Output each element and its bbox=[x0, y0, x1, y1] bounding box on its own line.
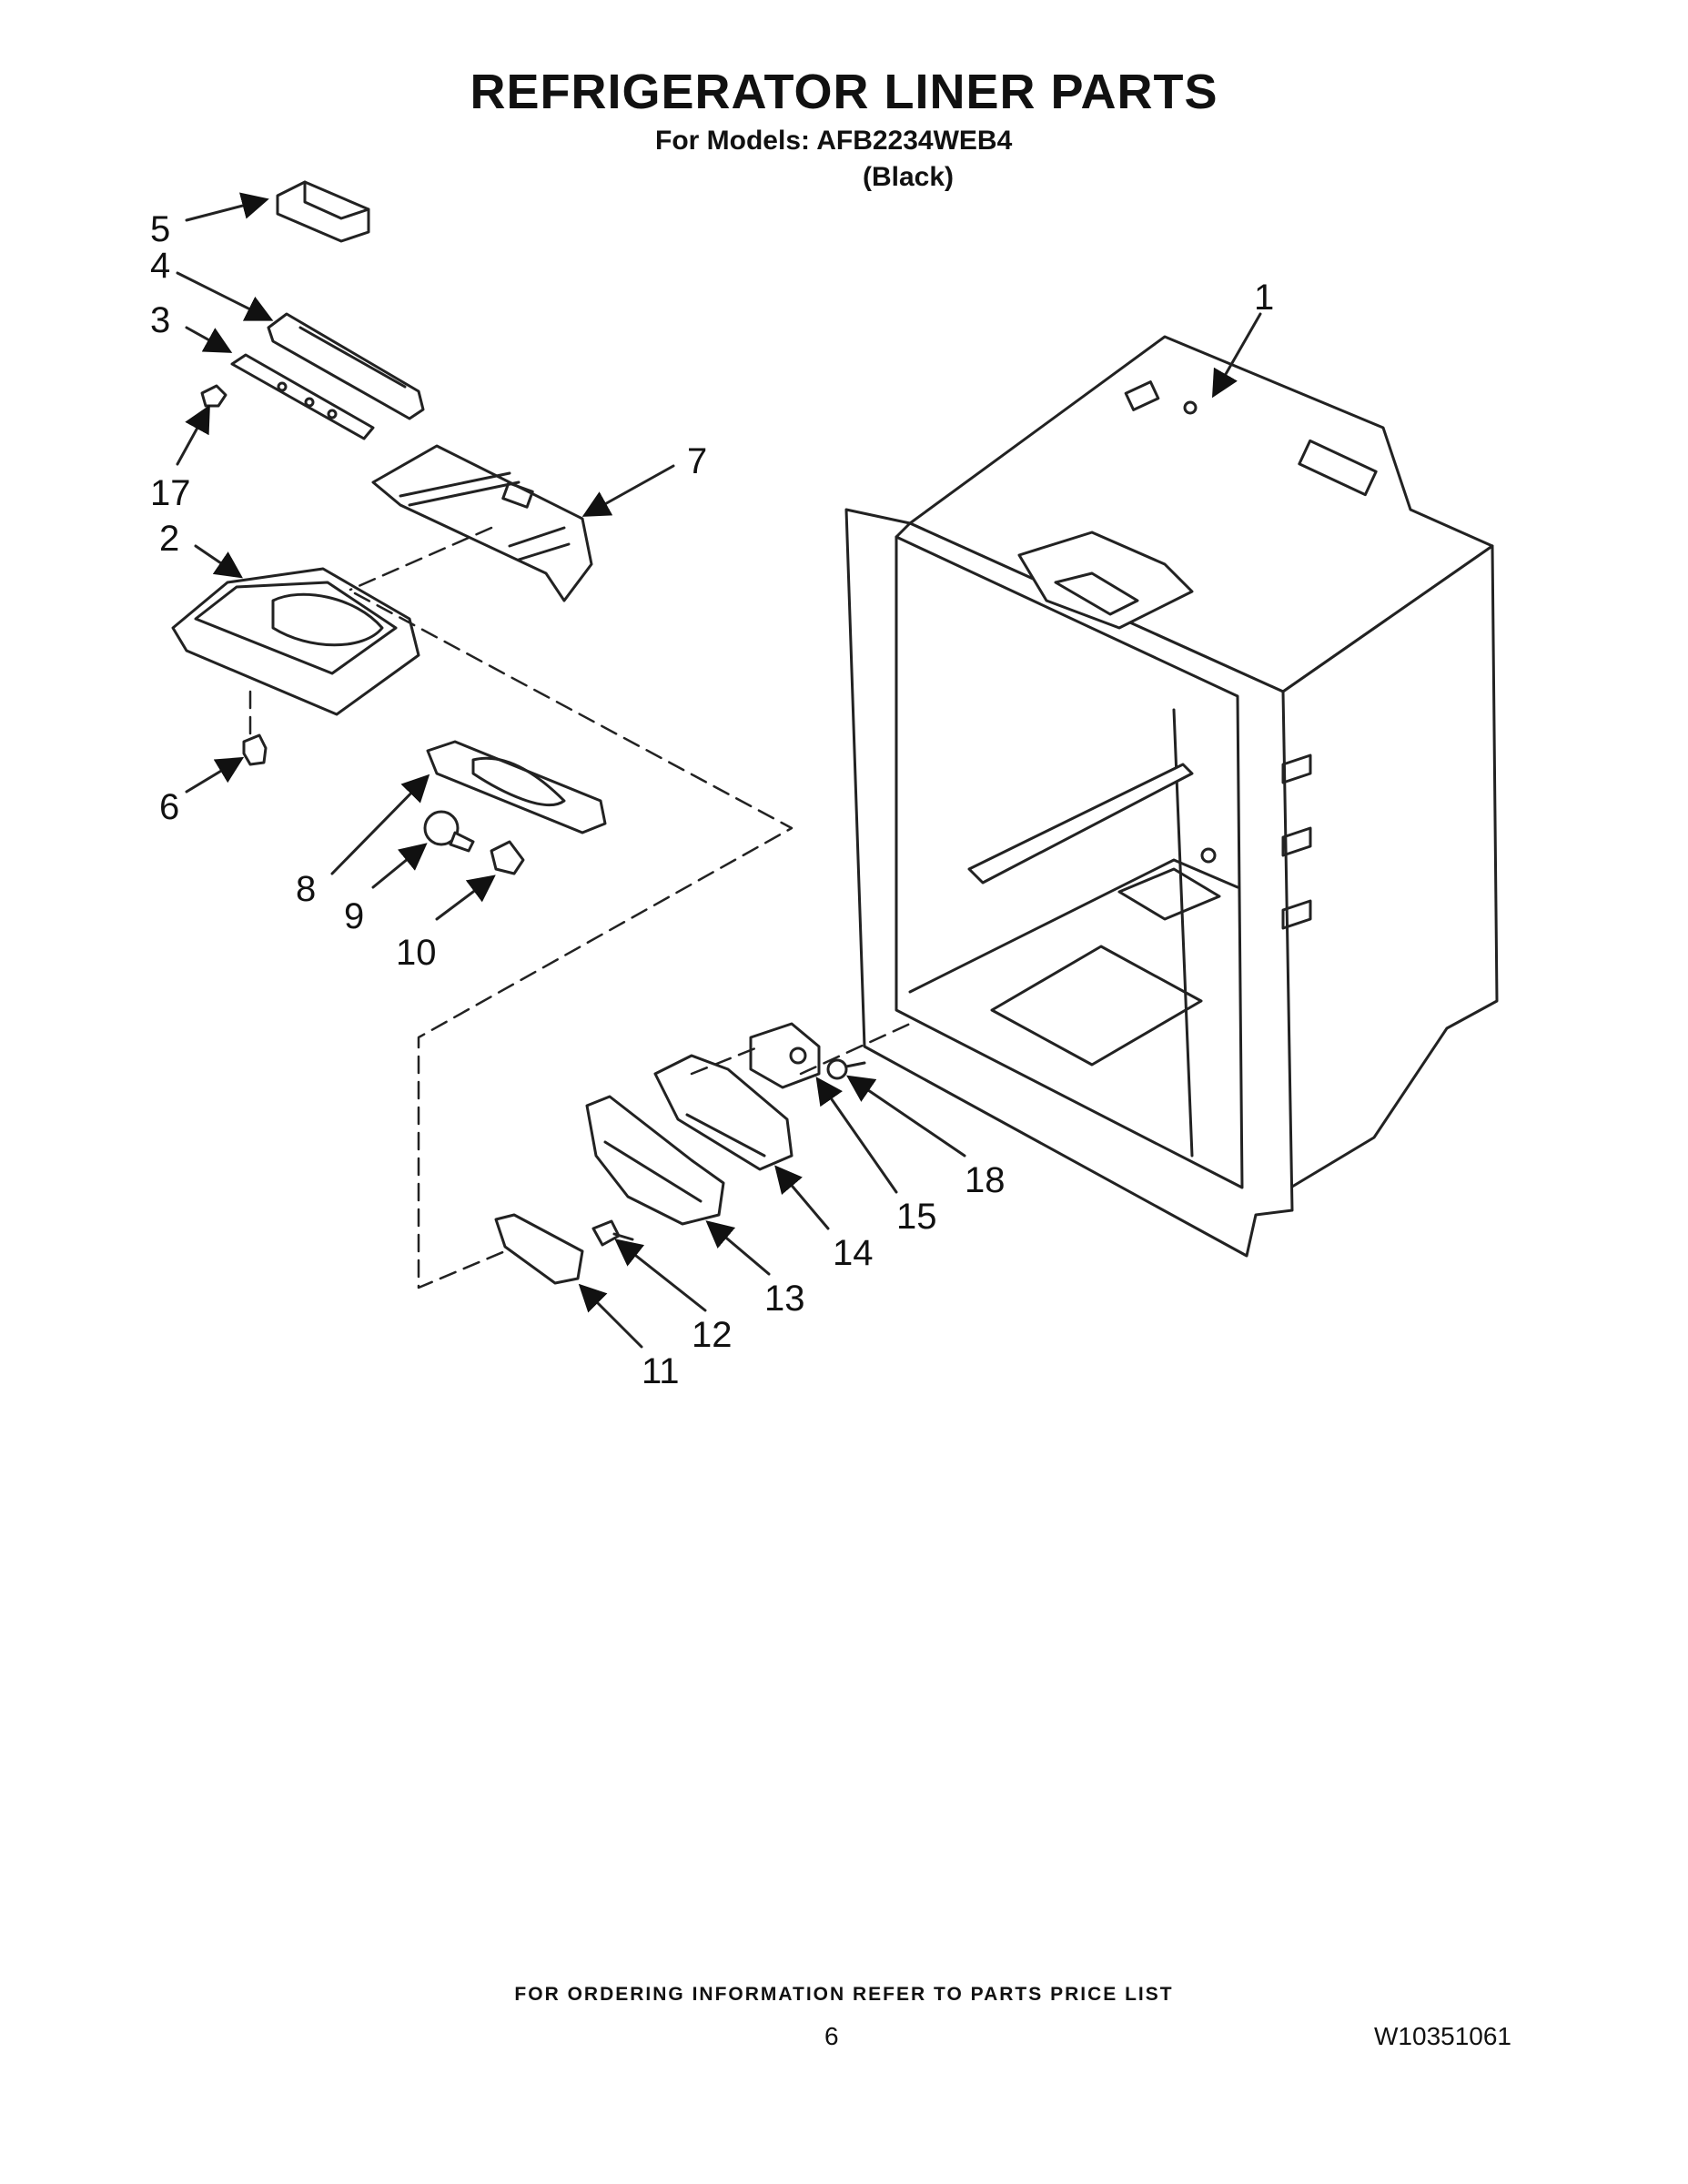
callout-13: 13 bbox=[764, 1279, 805, 1319]
callout-6: 6 bbox=[159, 787, 179, 827]
ordering-note: FOR ORDERING INFORMATION REFER TO PARTS … bbox=[514, 1984, 1174, 2005]
callout-11: 11 bbox=[642, 1351, 680, 1391]
part-15 bbox=[749, 1022, 821, 1089]
callout-2: 2 bbox=[159, 519, 179, 559]
part-17 bbox=[200, 384, 227, 408]
page-number: 6 bbox=[824, 2022, 839, 2050]
part-5 bbox=[276, 180, 370, 243]
part-14 bbox=[653, 1054, 793, 1171]
part-11 bbox=[494, 1213, 584, 1285]
callout-15: 15 bbox=[896, 1197, 937, 1237]
callout-4: 4 bbox=[150, 246, 170, 286]
callout-numbers: 1 2 3 4 5 6 7 8 9 10 11 12 13 14 15 17 1… bbox=[150, 209, 1274, 1391]
part-3 bbox=[230, 353, 375, 440]
part-4 bbox=[267, 312, 425, 420]
part-12 bbox=[591, 1219, 634, 1247]
callout-9: 9 bbox=[344, 896, 364, 936]
part-9 bbox=[423, 810, 475, 853]
callout-7: 7 bbox=[687, 441, 707, 481]
callout-10: 10 bbox=[396, 933, 437, 973]
color-line: (Black) bbox=[863, 162, 955, 192]
callout-12: 12 bbox=[692, 1315, 733, 1355]
document-number: W10351061 bbox=[1374, 2022, 1512, 2050]
part-18 bbox=[826, 1058, 866, 1080]
part-13 bbox=[585, 1095, 725, 1226]
callout-17: 17 bbox=[150, 473, 191, 513]
callout-1: 1 bbox=[1254, 278, 1274, 318]
part-8 bbox=[426, 740, 607, 834]
part-7 bbox=[371, 444, 593, 602]
part-10 bbox=[490, 840, 525, 875]
callout-18: 18 bbox=[965, 1160, 1006, 1200]
page-title: REFRIGERATOR LINER PARTS bbox=[470, 65, 1218, 119]
dashed-assembly-path bbox=[248, 526, 912, 1289]
callout-14: 14 bbox=[833, 1233, 874, 1273]
liner-part-1 bbox=[844, 335, 1499, 1258]
callout-8: 8 bbox=[296, 869, 316, 909]
callout-5: 5 bbox=[150, 209, 170, 249]
callout-3: 3 bbox=[150, 300, 170, 340]
part-6 bbox=[242, 733, 268, 766]
leader-arrows bbox=[176, 192, 1262, 1349]
part-2 bbox=[171, 567, 420, 716]
models-line: For Models: AFB2234WEB4 bbox=[655, 126, 1013, 156]
